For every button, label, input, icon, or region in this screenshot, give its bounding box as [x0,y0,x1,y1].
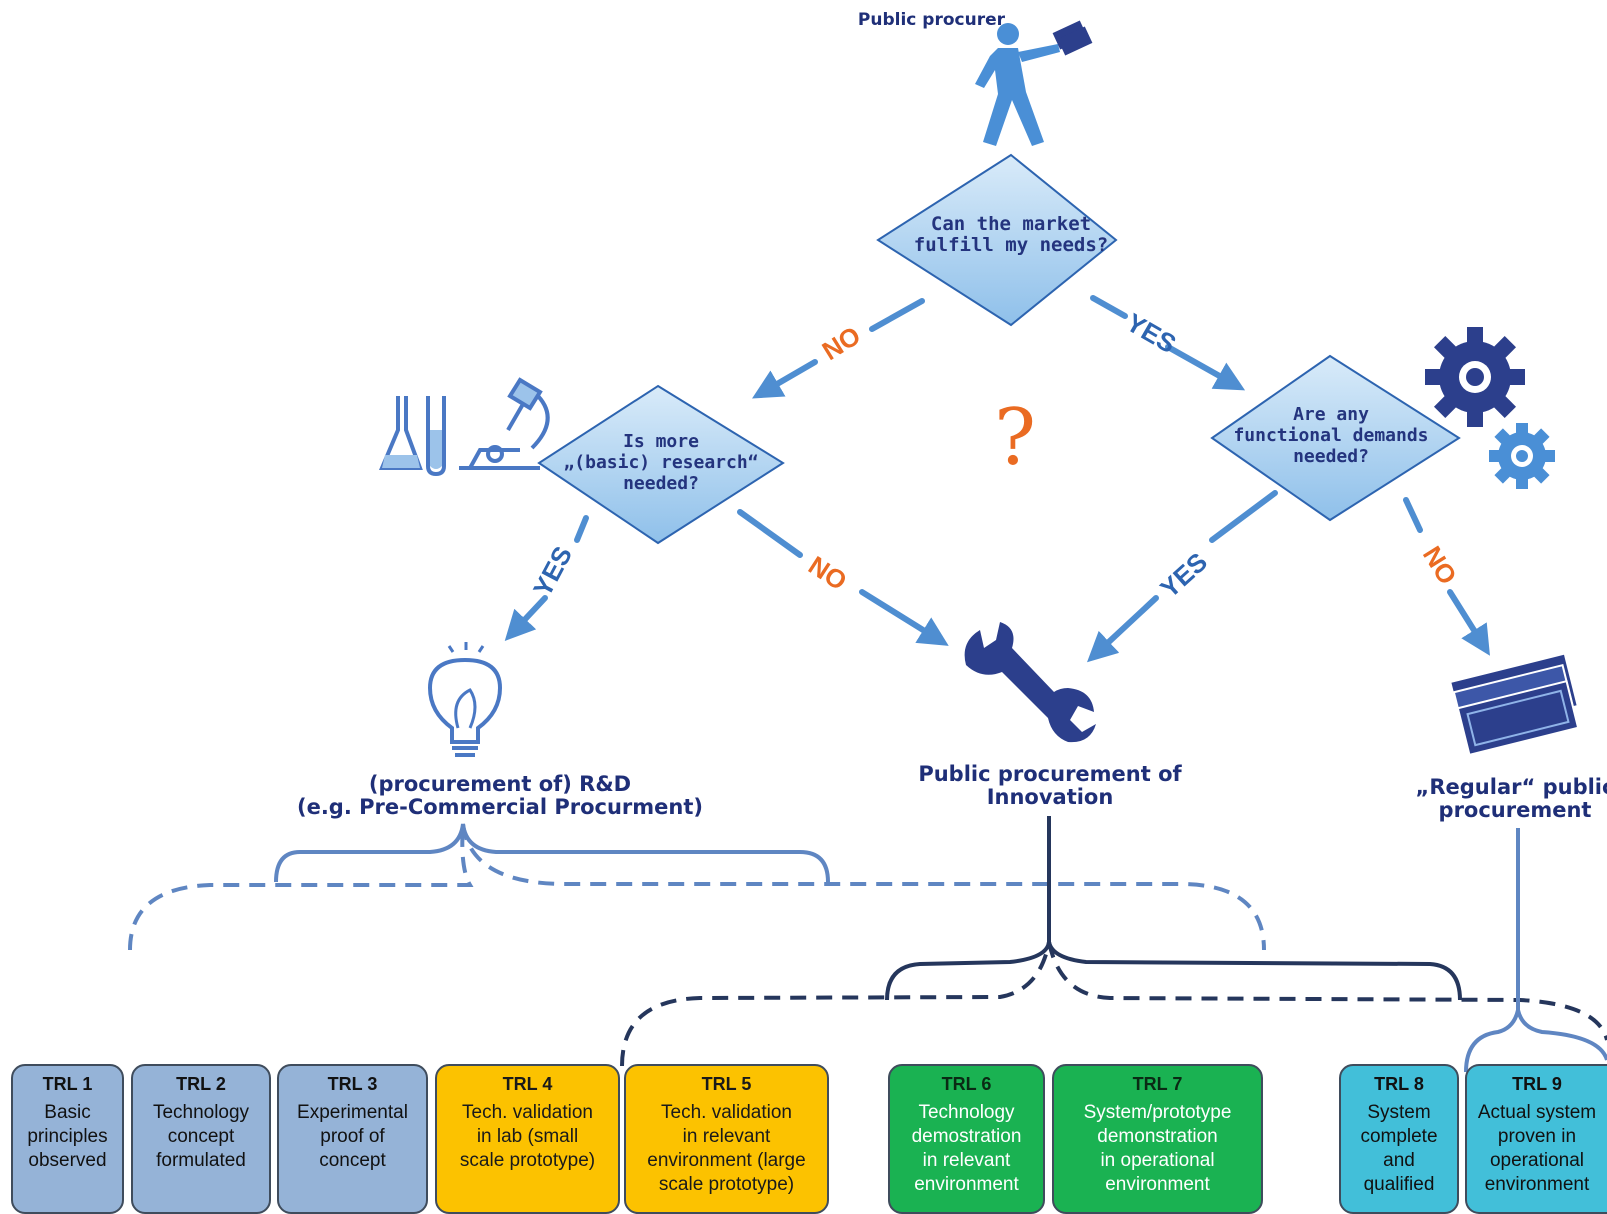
trl-box-5: TRL 5 Tech. validation in relevant envir… [624,1064,829,1214]
banknotes-icon [1451,654,1580,757]
trl-box-9: TRL 9 Actual system proven in operationa… [1465,1064,1607,1214]
trl-box-7: TRL 7 System/prototype demonstration in … [1052,1064,1263,1214]
decision-research-text: Is more „(basic) research“ needed? [563,431,759,494]
trl-description: Tech. validation in relevant environment… [647,1102,806,1195]
trl-title: TRL 6 [941,1074,992,1094]
trl-title: TRL 1 [42,1074,93,1094]
lab-flask-icon [378,396,446,477]
trl-description: Technology concept formulated [152,1102,250,1171]
decision-functional-shape [1210,354,1461,522]
trl-description: Tech. validation in lab (small scale pro… [459,1102,596,1171]
trl-description: Basic principles observed [27,1102,108,1171]
outcome-regular: „Regular“ public procurement [1415,775,1607,822]
outcome-rd: (procurement of) R&D (e.g. Pre-Commercia… [296,772,703,819]
trl-description: System/prototype demonstration in operat… [1083,1102,1232,1195]
trl-description: Technology demostration in relevant envi… [911,1102,1022,1195]
center-question-mark: ? [994,393,1036,483]
trl-box-3: TRL 3 Experimental proof of concept [277,1064,428,1214]
trl-box-8: TRL 8 System complete and qualified [1339,1064,1459,1214]
trl-description: Experimental proof of concept [297,1102,408,1171]
trl-box-6: TRL 6 Technology demostration in relevan… [888,1064,1045,1214]
trl-title: TRL 3 [327,1074,378,1094]
trl-title: TRL 5 [701,1074,752,1094]
decision-market-text: Can the market fulfill my needs? [913,213,1109,256]
decision-research-shape [537,384,785,545]
trl-range-braces [128,816,1607,1073]
outcome-ppi: Public procurement of Innovation [918,762,1182,809]
trl-title: TRL 4 [502,1074,553,1094]
trl-title: TRL 2 [176,1074,226,1094]
flow-arrows [504,295,1490,663]
trl-box-1: TRL 1 Basic principles observed [11,1064,124,1214]
wrench-icon [964,622,1096,743]
lightbulb-icon [427,642,503,757]
decision-market-shape [876,153,1118,327]
walking-person-icon [975,20,1093,146]
trl-title: TRL 8 [1374,1074,1424,1094]
trl-box-4: TRL 4 Tech. validation in lab (small sca… [435,1064,620,1214]
trl-box-2: TRL 2 Technology concept formulated [131,1064,271,1214]
gears-icon [1425,327,1555,489]
actor-label: Public procurer [857,10,1005,30]
microscope-icon [459,377,550,470]
trl-description: System complete and qualified [1360,1102,1438,1195]
decision-functional-text: Are any functional demands needed? [1233,404,1429,467]
trl-description: Actual system proven in operational envi… [1477,1102,1597,1195]
trl-title: TRL 9 [1512,1074,1562,1094]
trl-title: TRL 7 [1132,1074,1183,1094]
